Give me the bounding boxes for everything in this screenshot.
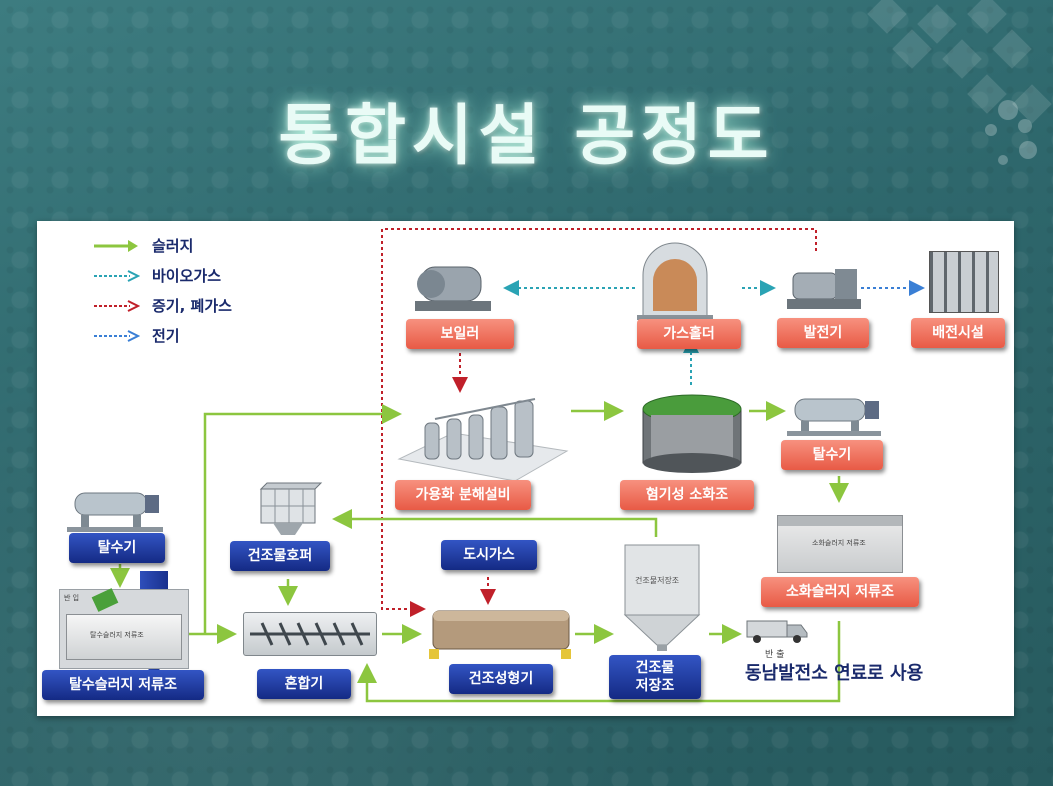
dryer-image <box>429 610 571 659</box>
crane-bucket <box>91 588 119 612</box>
gas-holder-image <box>637 242 713 320</box>
tank-top <box>778 516 902 526</box>
decanter-right-image <box>787 398 881 436</box>
generator-label: 발전기 <box>777 318 869 348</box>
digested-sludge-tank-image: 소화슬러지 저류조 <box>777 515 903 573</box>
legend-power: 전기 <box>92 325 180 346</box>
switchgear-label: 배전시설 <box>911 318 1005 348</box>
city-gas-label: 도시가스 <box>441 540 537 570</box>
gas-holder-label: 가스홀더 <box>637 319 741 349</box>
dryer-label: 건조성형기 <box>449 664 553 694</box>
legend-power-arrow <box>94 329 140 342</box>
mixer-paddles <box>250 622 370 646</box>
boiler-label: 보일러 <box>406 319 514 349</box>
legend-steam-arrow <box>94 299 140 312</box>
storage-silo-label-line2: 저장조 <box>635 678 675 694</box>
dewatered-sludge-tank-image: 탈수슬러지 저류조 반 입 <box>59 588 189 669</box>
decorative-squares <box>867 0 1052 165</box>
inbound-tag: 반 입 <box>64 594 80 602</box>
thermal-hydrolysis-image <box>397 398 569 482</box>
dewatering-left-label: 탈수기 <box>69 533 165 563</box>
outbound-tag: 반 출 <box>765 650 785 660</box>
generator-image <box>787 269 861 309</box>
legend-biogas: 바이오가스 <box>92 265 221 286</box>
digester-label: 혐기성 소화조 <box>620 480 754 510</box>
destination-caption: 동남발전소 연료로 사용 <box>745 663 924 684</box>
page-title: 통합시설 공정도 <box>278 97 775 174</box>
storage-silo-tag: 건조물저장조 <box>635 576 680 585</box>
dried-hopper-image <box>259 482 323 535</box>
boiler-image <box>415 266 491 311</box>
mixer-label: 혼합기 <box>257 669 351 699</box>
sewage-sludge-label: 하수슬러지 <box>113 366 127 452</box>
dewatered-tank-tag: 탈수슬러지 저류조 <box>90 631 144 639</box>
dewatered-sludge-tank-label: 탈수슬러지 저류조 <box>42 670 204 700</box>
dewatering-right-label: 탈수기 <box>781 440 883 470</box>
digester-image <box>642 394 742 473</box>
truck-image <box>746 620 808 643</box>
storage-silo-label-line1: 건조물 <box>635 660 675 676</box>
dried-hopper-label: 건조물호퍼 <box>230 541 330 571</box>
decanter-left-image <box>67 492 163 532</box>
legend-steam: 증기, 폐가스 <box>92 295 232 316</box>
flow-lines <box>110 228 925 703</box>
thermal-hydrolysis-label: 가용화 분해설비 <box>395 480 531 510</box>
storage-silo-image <box>623 544 701 651</box>
storage-silo-label: 건조물 저장조 <box>609 655 701 699</box>
legend-steam-label: 증기, 폐가스 <box>152 297 232 315</box>
legend-biogas-label: 바이오가스 <box>152 267 222 285</box>
digested-sludge-tank-label: 소화슬러지 저류조 <box>761 577 919 607</box>
legend-power-label: 전기 <box>152 327 180 345</box>
legend-sludge-label: 슬러지 <box>152 237 194 255</box>
digested-tank-tag: 소화슬러지 저류조 <box>812 539 866 547</box>
process-diagram-panel: 슬러지 바이오가스 증기, 폐가스 전기 하수슬러지 탈수슬러지 저류조 반 입 <box>37 221 1014 716</box>
switchgear-image <box>929 251 999 313</box>
legend-sludge: 슬러지 <box>92 235 193 256</box>
legend-sludge-arrow <box>94 239 138 252</box>
tank-body <box>66 614 182 660</box>
legend-biogas-arrow <box>94 269 140 282</box>
mixer-image <box>243 612 377 656</box>
